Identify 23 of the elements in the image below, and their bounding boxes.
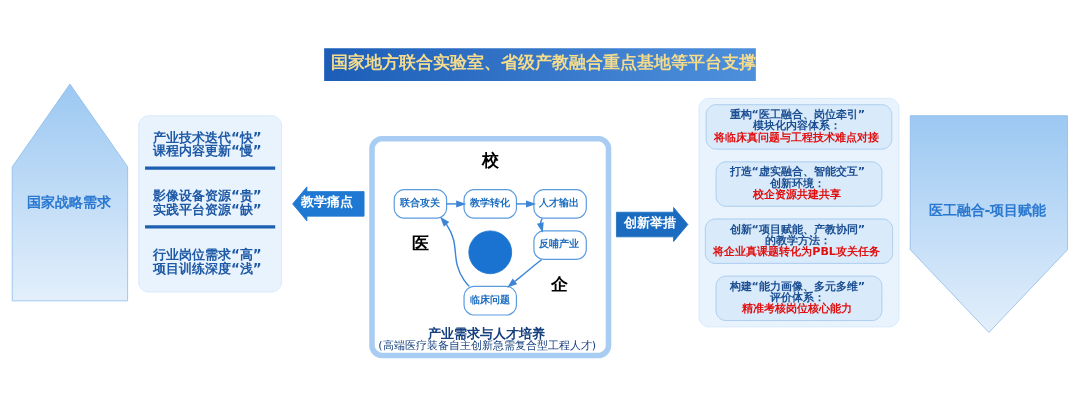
label: 企: [551, 274, 569, 295]
cluster: [698, 97, 900, 328]
node-text: 影像设备资源“贵” 实践平台资源“缺”: [152, 187, 262, 217]
label: 校: [481, 150, 499, 171]
node-box: 打造“虚实融合、智能交互”创新环境： 校企资源共建共享: [715, 161, 883, 207]
node-box: 人才输出: [533, 189, 587, 219]
arrow: [507, 258, 543, 288]
node-box: 重构“医工融合、岗位牵引”模块化内容体系： 将临床真问题与工程技术难点对接: [705, 104, 893, 150]
arrow: [536, 217, 544, 233]
node-box: 反哺产业: [533, 230, 587, 261]
node-circle: [468, 230, 513, 275]
node-box: 创新“项目赋能、产教协同”的教学方法： 将企业真课题转化为PBL攻关任务: [704, 218, 893, 264]
node-box: 教学转化: [463, 189, 518, 219]
arrow: [515, 200, 537, 208]
diagram-title: 国家地方联合实验室、省级产教融合重点基地等平台支撑: [331, 53, 757, 73]
label: 医: [411, 232, 429, 253]
node-box: 构建“能力画像、多元多维”评价体系： 精准考核岗位核心能力: [715, 275, 883, 321]
arrow: [445, 200, 467, 208]
node-text: 行业岗位需求“高” 项目训练深度“浅”: [152, 246, 262, 276]
arrow: [440, 216, 470, 287]
node-text: 产业技术迭代“快” 课程内容更新“慢”: [152, 128, 262, 159]
node-box: 临床问题: [463, 285, 518, 316]
node-box: 联合攻关: [393, 189, 448, 219]
